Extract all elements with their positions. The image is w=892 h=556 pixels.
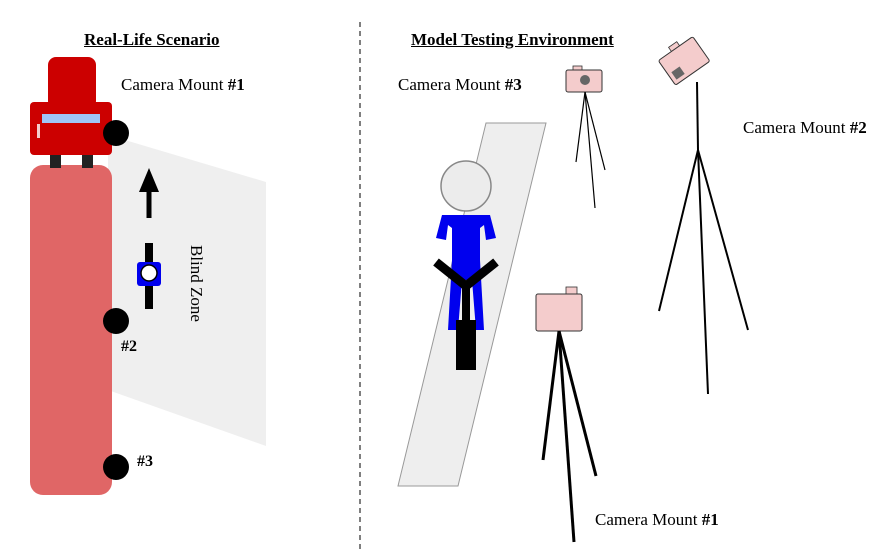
right-camera-mount-1-label: Camera Mount #1	[595, 510, 719, 530]
bike-wheel	[456, 320, 476, 370]
left-camera-mount-2-marker: #2	[121, 338, 137, 355]
camera-mount-2-tripod	[658, 36, 749, 395]
label-prefix: Camera Mount	[595, 510, 702, 529]
truck-hood	[48, 57, 96, 109]
cyclist-torso	[436, 215, 496, 260]
label-prefix: Camera Mount	[121, 75, 228, 94]
label-number: #1	[701, 510, 719, 529]
camera-3-lens	[580, 75, 590, 85]
camera-mount-1-tripod	[535, 286, 598, 543]
cab-hitch-right	[82, 152, 93, 168]
label-number: #3	[504, 75, 522, 94]
left-camera-mount-3-marker: #3	[137, 453, 153, 470]
label-prefix: Camera Mount	[743, 118, 850, 137]
blind-zone-label: Blind Zone	[187, 245, 206, 322]
camera-2-lens	[671, 66, 685, 80]
left-panel-title: Real-Life Scenario	[84, 30, 220, 49]
cyclist-test-figure	[433, 160, 499, 370]
truck	[30, 57, 112, 495]
cyclist-head	[440, 160, 492, 212]
label-number: #2	[849, 118, 867, 137]
label-number: #1	[227, 75, 245, 94]
side-mirror	[37, 124, 40, 138]
camera-mount-3-tripod	[565, 65, 606, 209]
camera-1-body	[535, 293, 583, 332]
cab-hitch-left	[50, 152, 61, 168]
cyclist-top-view	[137, 243, 161, 309]
trailer	[30, 165, 112, 495]
cyclist-helmet	[140, 264, 158, 282]
right-camera-mount-2-label: Camera Mount #2	[743, 118, 867, 138]
test-mat	[397, 122, 547, 487]
camera-2-body	[658, 36, 710, 85]
direction-arrow	[139, 168, 159, 218]
label-prefix: Camera Mount	[398, 75, 505, 94]
truck-cab	[30, 102, 112, 155]
right-panel-title: Model Testing Environment	[411, 30, 614, 49]
camera-mount-1-dot	[103, 120, 129, 146]
right-camera-mount-3-label: Camera Mount #3	[398, 75, 522, 95]
windshield	[42, 114, 100, 123]
left-camera-mount-1-label: Camera Mount #1	[121, 75, 245, 95]
camera-mount-2-dot	[103, 308, 129, 334]
camera-mount-3-dot	[103, 454, 129, 480]
